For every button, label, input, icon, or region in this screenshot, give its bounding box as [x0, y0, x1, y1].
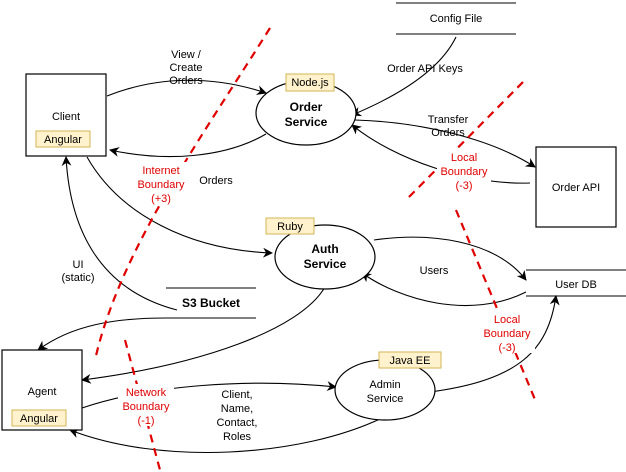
svg-text:Internet: Internet	[142, 165, 179, 177]
svg-text:Service: Service	[367, 393, 404, 405]
ui-static-label: UI (static)	[62, 259, 95, 284]
edge-order-service-to-order-api	[354, 119, 536, 168]
s3-bucket-label: S3 Bucket	[182, 296, 240, 310]
order-service-node: Order Service Node.js	[255, 73, 357, 146]
edge-auth-service-to-agent	[81, 286, 326, 384]
svg-text:Network: Network	[126, 387, 167, 399]
edge-admin-service-to-agent	[69, 416, 385, 454]
svg-text:(-1): (-1)	[137, 415, 154, 427]
order-api-node: Order API	[535, 146, 617, 228]
agent-tech-label: Angular	[20, 413, 58, 425]
client-tech-tag	[35, 130, 91, 148]
user-db-label: User DB	[555, 279, 597, 291]
client-node: Client Angular	[25, 73, 107, 157]
edge-order-service-to-client	[109, 133, 267, 158]
edge-auth-service-to-user-db	[373, 236, 527, 281]
order-api-keys-label: Order API Keys	[387, 63, 463, 75]
orders-label: Orders	[199, 175, 233, 187]
internet-boundary-label: Internet Boundary (+3)	[132, 162, 190, 205]
edge-user-db-to-auth-service	[361, 272, 527, 307]
svg-text:Auth: Auth	[311, 242, 338, 256]
svg-text:Client,: Client,	[221, 389, 252, 401]
user-db-store: User DB	[526, 269, 626, 297]
svg-text:Transfer: Transfer	[428, 114, 469, 126]
local-boundary-label-bottom: Local Boundary (-3)	[479, 311, 535, 354]
local-boundary-line-bottom	[454, 209, 538, 403]
svg-text:Orders: Orders	[431, 127, 465, 139]
svg-text:Admin: Admin	[369, 379, 400, 391]
agent-label: Agent	[28, 386, 57, 398]
order-service-tech-label: Node.js	[291, 77, 329, 89]
agent-node: Agent Angular	[1, 349, 83, 431]
edge-client-to-auth-service	[86, 156, 273, 258]
svg-text:Boundary: Boundary	[122, 401, 170, 413]
svg-text:Roles: Roles	[223, 431, 252, 443]
edge-s3-to-agent	[37, 317, 167, 351]
svg-text:View /: View /	[171, 49, 202, 61]
network-boundary-line	[123, 339, 162, 471]
agent-tech-tag	[11, 409, 67, 427]
order-api-label: Order API	[552, 182, 600, 194]
svg-text:UI: UI	[73, 259, 84, 271]
config-file-label: Config File	[430, 13, 483, 25]
network-boundary-label: Network Boundary (-1)	[118, 384, 174, 427]
s3-bucket-store: S3 Bucket	[166, 287, 256, 319]
svg-text:Service: Service	[304, 257, 347, 271]
svg-text:Boundary: Boundary	[137, 179, 185, 191]
svg-text:Local: Local	[451, 152, 477, 164]
svg-text:Order: Order	[290, 100, 323, 114]
admin-data-label: Client, Name, Contact, Roles	[217, 389, 258, 443]
svg-text:(-3): (-3)	[498, 342, 515, 354]
edge-agent-to-admin-service	[81, 381, 337, 409]
client-tech-label: Angular	[44, 134, 82, 146]
svg-text:(-3): (-3)	[455, 180, 472, 192]
svg-text:(static): (static)	[62, 272, 95, 284]
config-file-store: Config File	[396, 2, 516, 35]
edge-order-api-to-order-service	[351, 124, 531, 184]
edge-config-to-order-service	[351, 36, 457, 117]
users-label: Users	[420, 265, 449, 277]
order-service-tech-tag	[285, 73, 335, 92]
svg-text:Boundary: Boundary	[483, 328, 531, 340]
edge-admin-service-to-user-db	[429, 295, 560, 393]
auth-service-tech-tag	[265, 217, 315, 235]
admin-service-tech-tag	[378, 351, 442, 369]
admin-service-node: Admin Service Java EE	[334, 351, 442, 421]
edge-s3-to-client	[61, 156, 178, 311]
auth-service-node: Auth Service Ruby	[265, 217, 376, 290]
view-create-orders-label: View / Create Orders	[169, 49, 203, 87]
svg-text:Local: Local	[494, 314, 520, 326]
svg-text:Create: Create	[169, 62, 202, 74]
admin-service-tech-label: Java EE	[390, 355, 431, 367]
client-label: Client	[52, 111, 80, 123]
svg-text:(+3): (+3)	[151, 193, 171, 205]
local-boundary-label-top: Local Boundary (-3)	[437, 149, 491, 192]
svg-text:Contact,: Contact,	[217, 417, 258, 429]
svg-text:Orders: Orders	[169, 75, 203, 87]
svg-text:Service: Service	[285, 115, 328, 129]
svg-text:Boundary: Boundary	[440, 166, 488, 178]
edge-client-to-order-service	[106, 79, 267, 97]
svg-text:Name,: Name,	[221, 403, 253, 415]
transfer-orders-label: Transfer Orders	[428, 114, 469, 139]
auth-service-tech-label: Ruby	[277, 221, 303, 233]
